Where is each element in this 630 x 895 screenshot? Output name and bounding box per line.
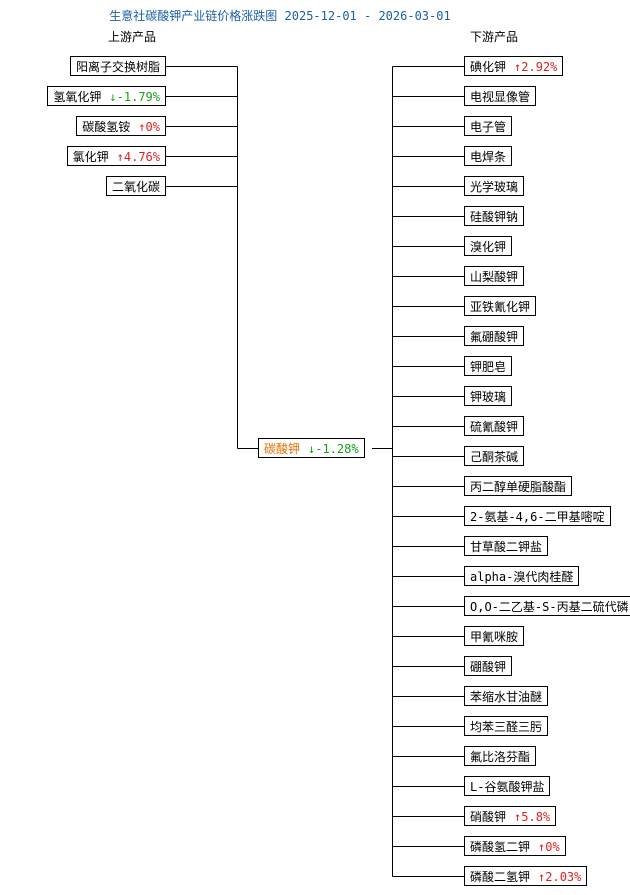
downstream-node[interactable]: 丙二醇单硬脂酸酯 <box>464 476 573 496</box>
node-change: ↑4.76% <box>116 150 160 164</box>
node-name: 氟硼酸钾 <box>470 330 519 344</box>
downstream-node[interactable]: 2-氨基-4,6-二甲基嘧啶 <box>464 506 611 526</box>
node-name: 碳酸钾 <box>264 442 301 456</box>
node-name: 硝酸钾 <box>470 810 507 824</box>
node-name: 电子管 <box>470 120 507 134</box>
node-name: 钾肥皂 <box>470 360 507 374</box>
downstream-node[interactable]: 山梨酸钾 <box>464 266 525 286</box>
downstream-node[interactable]: 己酮茶碱 <box>464 446 525 466</box>
upstream-node[interactable]: 氢氧化钾 ↓-1.79% <box>47 86 166 106</box>
node-name: 硅酸钾钠 <box>470 210 519 224</box>
downstream-node[interactable]: 氟比洛芬酯 <box>464 746 537 766</box>
node-name: 硼酸钾 <box>470 660 507 674</box>
upstream-node[interactable]: 阳离子交换树脂 <box>69 56 166 76</box>
page-title: 生意社碳酸钾产业链价格涨跌图 2025-12-01 - 2026-03-01 <box>109 9 451 23</box>
node-change: ↑2.03% <box>538 870 582 884</box>
node-name: 亚铁氰化钾 <box>470 300 531 314</box>
node-name: 硫氰酸钾 <box>470 420 519 434</box>
node-name: 丙二醇单硬脂酸酯 <box>470 480 567 494</box>
node-name: 己酮茶碱 <box>470 450 519 464</box>
node-change: ↓-1.28% <box>308 442 359 456</box>
downstream-node[interactable]: 电子管 <box>464 116 513 136</box>
node-name: 碳酸氢铵 <box>82 120 131 134</box>
node-name: 碘化钾 <box>470 60 507 74</box>
downstream-node[interactable]: 电焊条 <box>464 146 513 166</box>
center-node[interactable]: 碳酸钾 ↓-1.28% <box>258 438 365 458</box>
downstream-node[interactable]: 钾玻璃 <box>464 386 513 406</box>
downstream-node[interactable]: alpha-溴代肉桂醛 <box>464 566 580 586</box>
node-name: 氯化钾 <box>72 150 109 164</box>
node-name: O,O-二乙基-S-丙基二硫代磷 <box>470 600 629 614</box>
node-name: 电视显像管 <box>470 90 531 104</box>
node-name: 磷酸二氢钾 <box>470 870 531 884</box>
downstream-node[interactable]: 光学玻璃 <box>464 176 525 196</box>
downstream-node[interactable]: 甘草酸二钾盐 <box>464 536 549 556</box>
node-change: ↑5.8% <box>514 810 551 824</box>
downstream-node[interactable]: 氟硼酸钾 <box>464 326 525 346</box>
node-name: 氟比洛芬酯 <box>470 750 531 764</box>
node-name: 二氧化碳 <box>111 180 160 194</box>
node-change: ↓-1.79% <box>109 90 160 104</box>
downstream-node[interactable]: 碘化钾 ↑2.92% <box>464 56 564 76</box>
node-name: 溴化钾 <box>470 240 507 254</box>
node-name: 苯缩水甘油醚 <box>470 690 543 704</box>
node-name: 2-氨基-4,6-二甲基嘧啶 <box>470 510 605 524</box>
downstream-node[interactable]: 磷酸氢二钾 ↑0% <box>464 836 566 856</box>
node-name: 甲氰咪胺 <box>470 630 519 644</box>
downstream-node[interactable]: 硅酸钾钠 <box>464 206 525 226</box>
node-name: 甘草酸二钾盐 <box>470 540 543 554</box>
node-name: alpha-溴代肉桂醛 <box>470 570 574 584</box>
downstream-node[interactable]: 硼酸钾 <box>464 656 513 676</box>
upstream-node[interactable]: 二氧化碳 <box>105 176 166 196</box>
node-name: 光学玻璃 <box>470 180 519 194</box>
node-name: 山梨酸钾 <box>470 270 519 284</box>
downstream-node[interactable]: 电视显像管 <box>464 86 537 106</box>
node-name: 电焊条 <box>470 150 507 164</box>
downstream-node[interactable]: 溴化钾 <box>464 236 513 256</box>
node-name: 阳离子交换树脂 <box>75 60 160 74</box>
downstream-node[interactable]: 硝酸钾 ↑5.8% <box>464 806 557 826</box>
upstream-node[interactable]: 碳酸氢铵 ↑0% <box>76 116 166 136</box>
node-change: ↑2.92% <box>514 60 558 74</box>
node-name: 磷酸氢二钾 <box>470 840 531 854</box>
downstream-node[interactable]: 亚铁氰化钾 <box>464 296 537 316</box>
downstream-node[interactable]: 苯缩水甘油醚 <box>464 686 549 706</box>
downstream-node[interactable]: O,O-二乙基-S-丙基二硫代磷 <box>464 596 630 616</box>
downstream-node[interactable]: 硫氰酸钾 <box>464 416 525 436</box>
node-name: 均苯三醛三肟 <box>470 720 543 734</box>
node-change: ↑0% <box>138 120 160 134</box>
node-name: 钾玻璃 <box>470 390 507 404</box>
node-name: 氢氧化钾 <box>53 90 102 104</box>
downstream-node[interactable]: 甲氰咪胺 <box>464 626 525 646</box>
downstream-node[interactable]: L-谷氨酸钾盐 <box>464 776 551 796</box>
downstream-node[interactable]: 磷酸二氢钾 ↑2.03% <box>464 866 588 886</box>
node-change: ↑0% <box>538 840 560 854</box>
upstream-header: 上游产品 <box>108 30 157 44</box>
upstream-node[interactable]: 氯化钾 ↑4.76% <box>66 146 166 166</box>
downstream-node[interactable]: 钾肥皂 <box>464 356 513 376</box>
node-name: L-谷氨酸钾盐 <box>470 780 545 794</box>
downstream-node[interactable]: 均苯三醛三肟 <box>464 716 549 736</box>
downstream-header: 下游产品 <box>470 30 519 44</box>
